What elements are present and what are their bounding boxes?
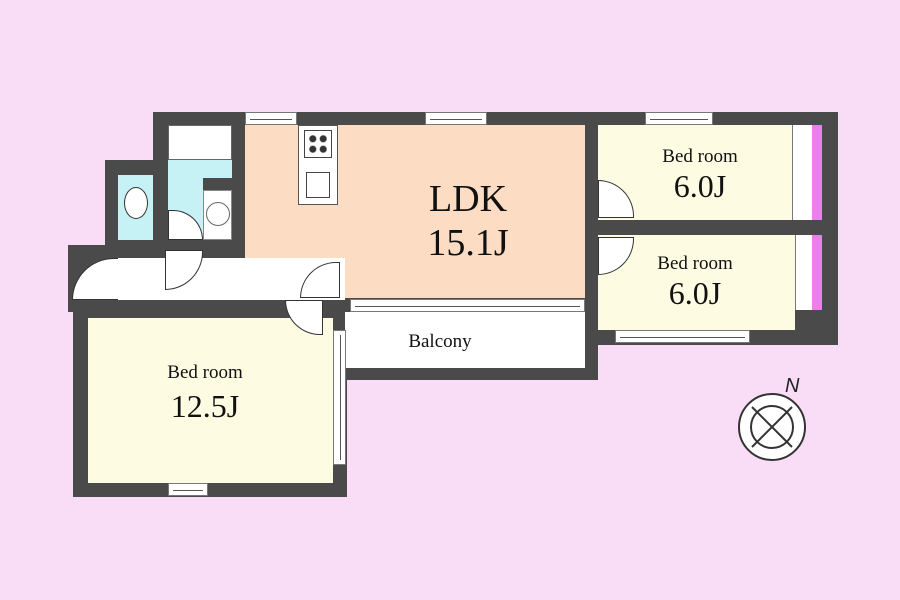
- window: [245, 112, 297, 125]
- washroom: [168, 160, 232, 178]
- ldk-size: 15.1J: [427, 222, 509, 264]
- bedroom-se-size: 6.0J: [668, 275, 722, 311]
- bedroom-se-label: Bed room: [657, 253, 733, 274]
- compass-north-label: N: [785, 375, 800, 397]
- bedroom-ne-size: 6.0J: [673, 168, 727, 204]
- bedroom-ne: [598, 125, 812, 220]
- sink-icon: [306, 172, 330, 198]
- closet-ne: [792, 125, 813, 220]
- toilet-icon: [124, 187, 148, 219]
- window: [168, 483, 208, 496]
- window: [350, 299, 585, 312]
- stove-icon: [304, 130, 332, 158]
- closet-se-strip: [812, 235, 822, 310]
- bathtub: [168, 125, 232, 160]
- window: [615, 330, 750, 343]
- balcony-label: Balcony: [408, 331, 472, 352]
- balcony: [345, 312, 585, 368]
- closet-se: [795, 235, 813, 310]
- window: [645, 112, 713, 125]
- bedroom-ne-label: Bed room: [662, 146, 738, 167]
- bedroom-w: [88, 318, 333, 483]
- ldk-label: LDK: [428, 178, 508, 220]
- bedroom-w-label: Bed room: [167, 362, 243, 383]
- washing-machine-drum-icon: [206, 202, 230, 226]
- window: [425, 112, 487, 125]
- closet-ne-strip: [812, 125, 822, 220]
- window: [333, 330, 346, 465]
- compass-icon: N: [738, 375, 806, 461]
- bedroom-w-size: 12.5J: [170, 388, 240, 424]
- entrance-door[interactable]: [72, 258, 118, 300]
